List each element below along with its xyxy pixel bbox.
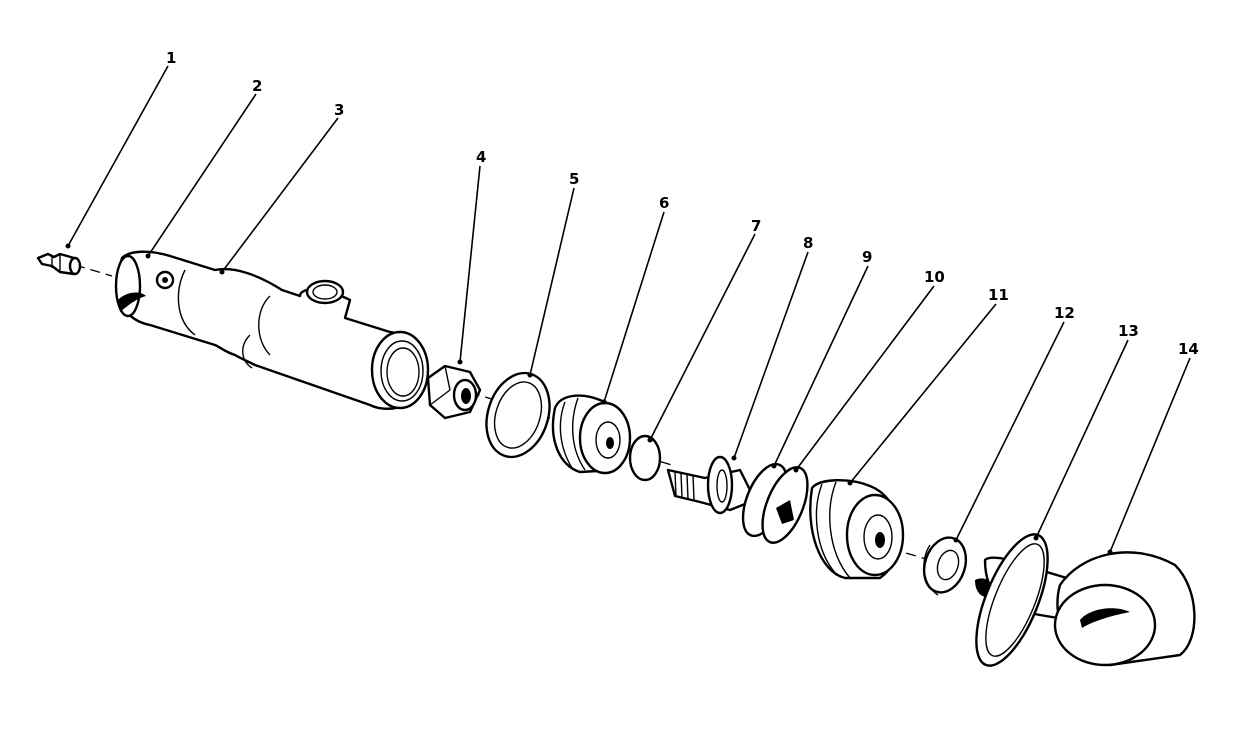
- part-6-gland: [551, 394, 632, 475]
- leader-line-12: [955, 321, 1065, 541]
- part-5-gasket: [485, 371, 551, 459]
- leader-line-10: [795, 285, 935, 471]
- callout-label-14: 14: [1178, 340, 1199, 358]
- leader-line-3: [221, 117, 339, 273]
- leader-line-14: [1109, 357, 1191, 553]
- leader-line-8: [733, 251, 809, 459]
- leader-line-13: [1035, 339, 1129, 539]
- part-11-piston: [809, 479, 905, 580]
- leader-line-9: [773, 265, 869, 467]
- leader-line-6: [603, 211, 665, 403]
- callout-label-1: 1: [166, 49, 176, 67]
- callout-label-12: 12: [1054, 304, 1075, 322]
- callout-label-7: 7: [751, 217, 761, 235]
- part-14-rod-end-eye: [1053, 551, 1196, 667]
- part-3-cylinder-housing: [114, 250, 430, 410]
- callout-label-5: 5: [569, 170, 579, 188]
- leader-line-5: [529, 187, 575, 376]
- callout-label-11: 11: [988, 286, 1009, 304]
- callout-label-13: 13: [1118, 322, 1139, 340]
- center-axis-segment: [614, 447, 676, 467]
- callout-label-8: 8: [803, 234, 813, 252]
- callout-label-3: 3: [334, 101, 344, 119]
- callout-label-6: 6: [659, 194, 669, 212]
- callout-label-9: 9: [862, 248, 872, 266]
- leader-line-1: [67, 65, 169, 247]
- callout-label-4: 4: [476, 148, 486, 166]
- part-12-seal: [922, 536, 968, 596]
- part-1-grease-fitting: [36, 252, 82, 276]
- leader-line-11: [849, 303, 997, 484]
- part-8-piston-rod: [666, 455, 757, 515]
- callout-label-2: 2: [252, 77, 262, 95]
- leader-line-4: [459, 165, 481, 363]
- leader-dots: [65, 243, 1113, 555]
- leader-line-2: [147, 93, 257, 257]
- part-7-o-ring: [628, 434, 662, 482]
- part-4-hex-nut: [426, 364, 482, 420]
- callout-label-10: 10: [924, 268, 945, 286]
- leader-line-7: [649, 233, 756, 441]
- part-10-backup-ring: [761, 466, 809, 544]
